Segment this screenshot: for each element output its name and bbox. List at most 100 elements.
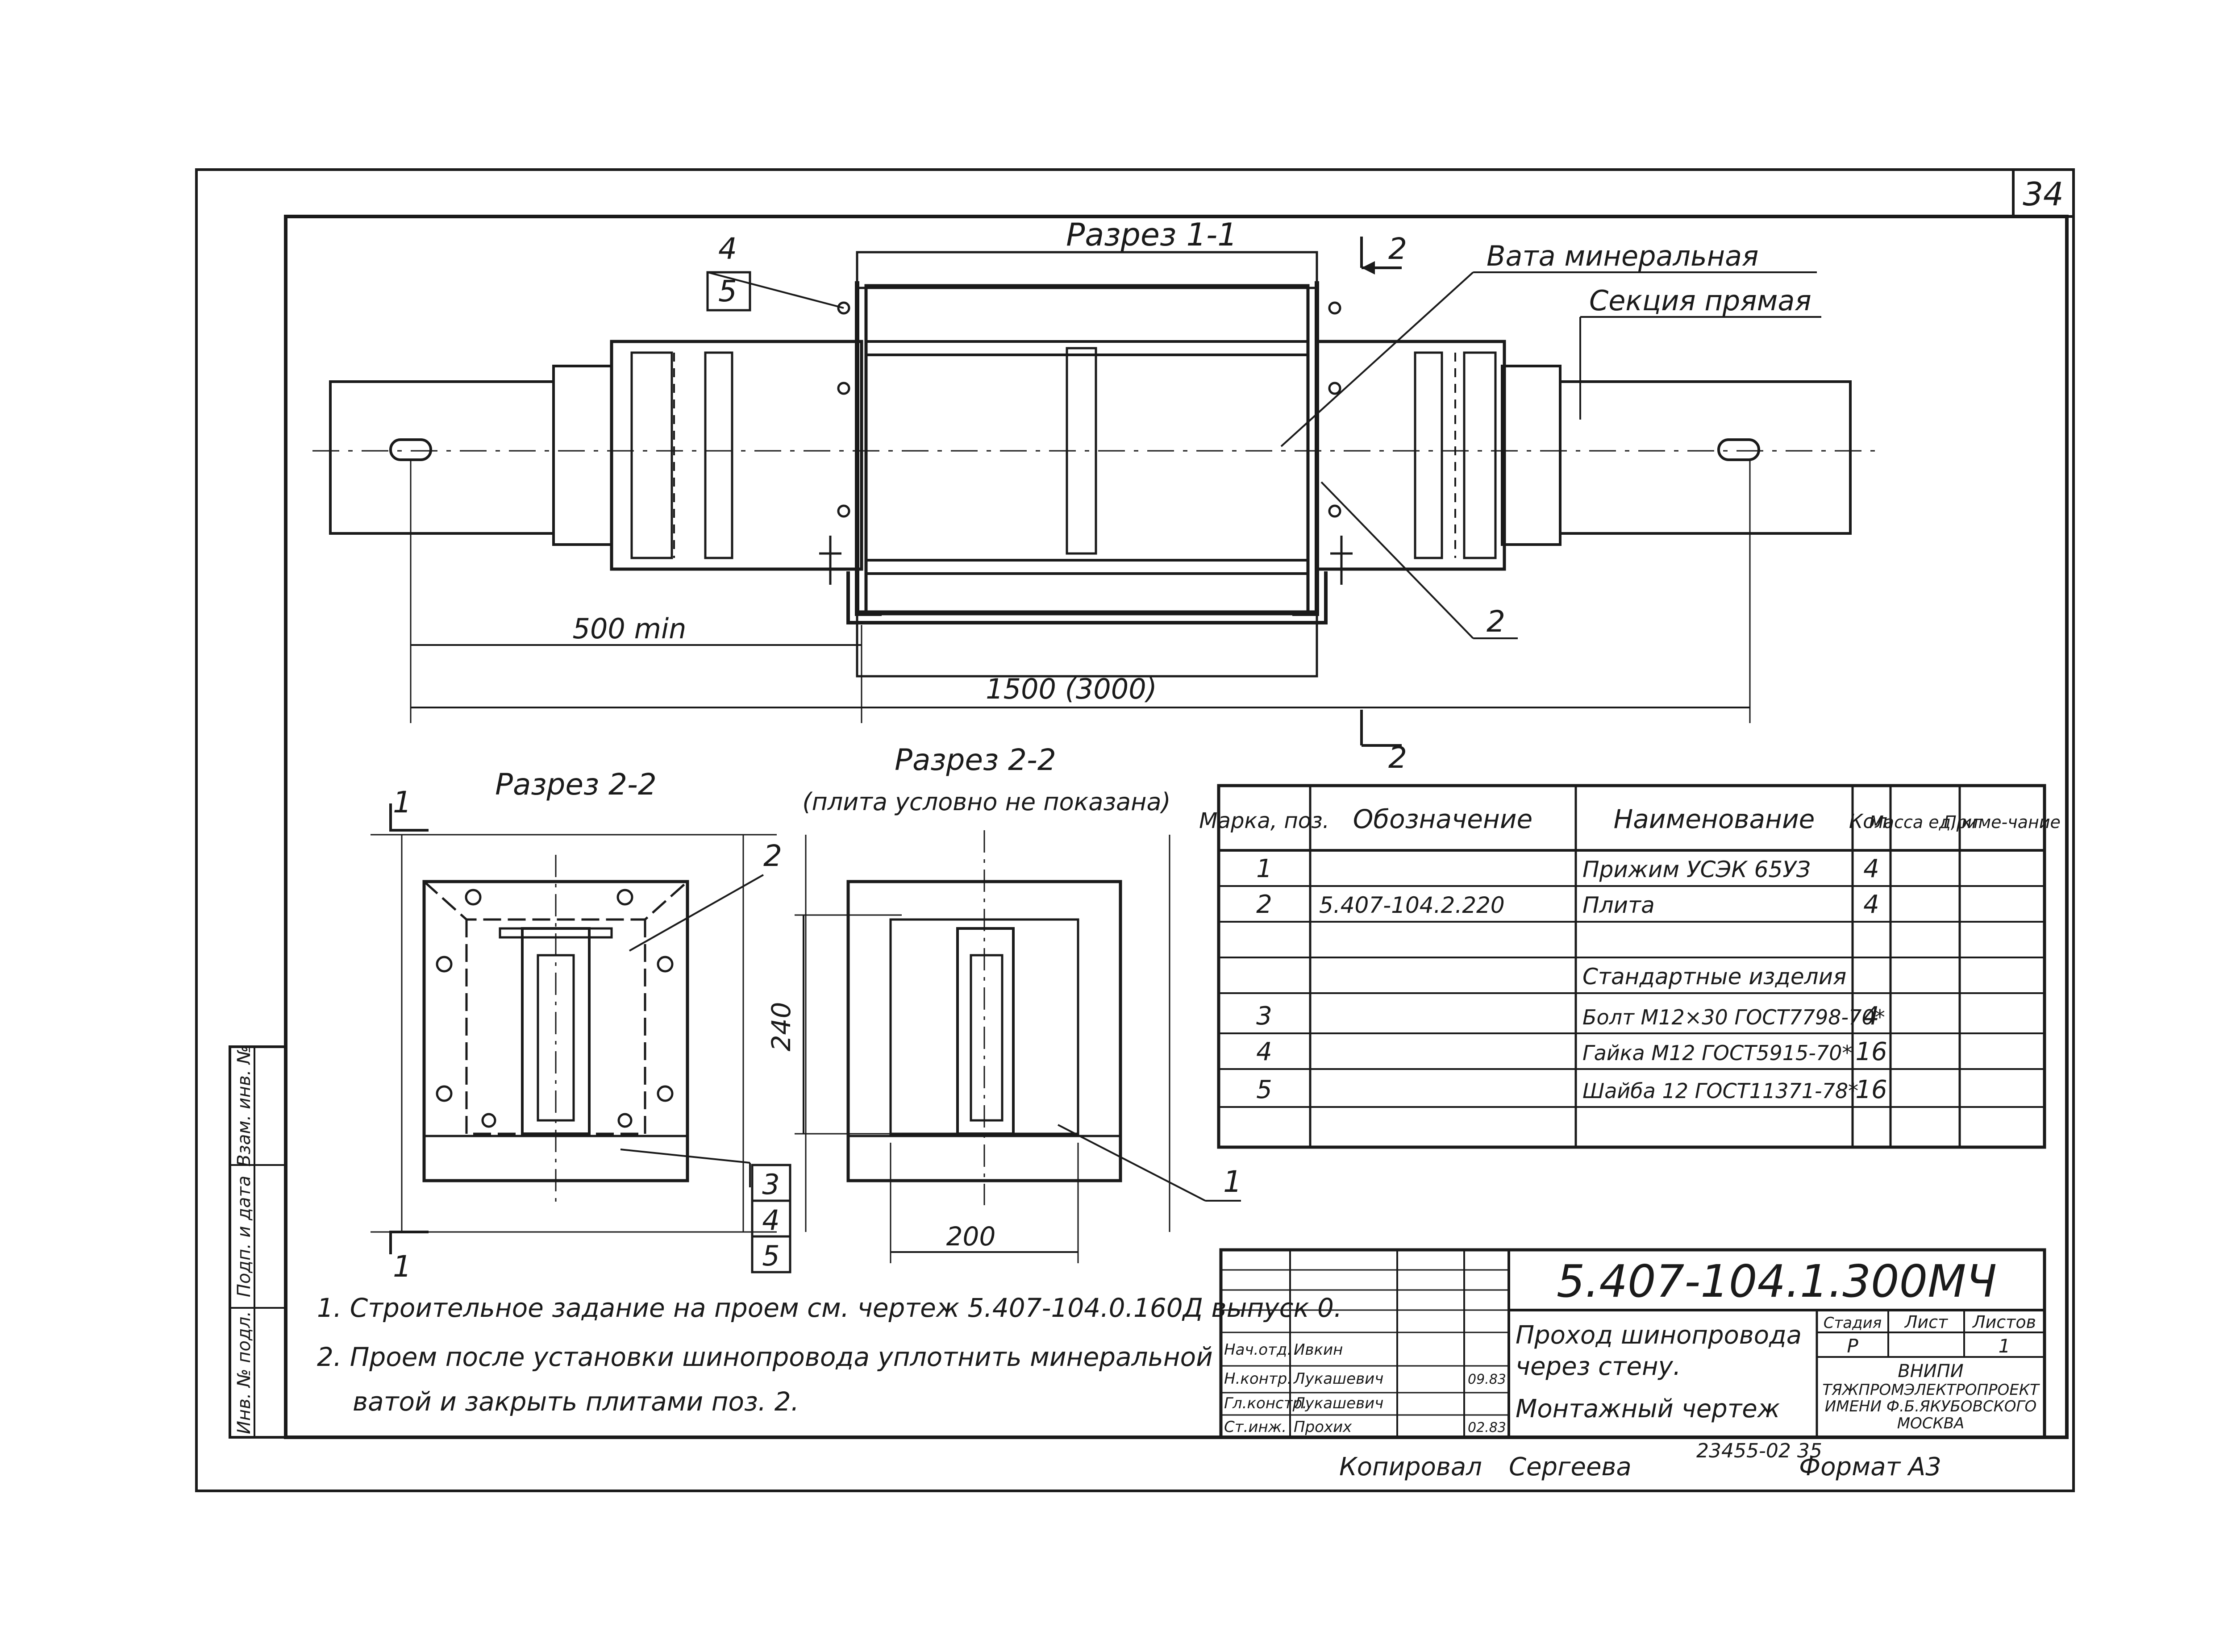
side-stamp: Инв. № подл. Подп. и дата Взам. инв. № bbox=[229, 1045, 287, 1439]
outer-frame bbox=[195, 168, 2075, 1492]
th-pos: Марка, поз. bbox=[1199, 808, 1329, 833]
callout-5: 5 bbox=[762, 1240, 779, 1272]
clamp-callout-1: 1 bbox=[1223, 1165, 1242, 1199]
straight-section-left bbox=[610, 340, 863, 571]
signer-role-3: Гл.констр. bbox=[1224, 1394, 1307, 1412]
side-stamp-replace: Взам. инв. № bbox=[234, 1045, 254, 1167]
casing-left bbox=[552, 365, 613, 546]
row2-pos: 2 bbox=[1256, 890, 1272, 919]
dim-200-label: 200 bbox=[946, 1221, 996, 1252]
row2-name: Плита bbox=[1582, 892, 1655, 918]
row6-pos: 4 bbox=[1256, 1037, 1272, 1066]
straight-section-right bbox=[1315, 340, 1506, 571]
cut-mark-bottom-label: 2 bbox=[1388, 741, 1407, 775]
sheet-label: Лист bbox=[1904, 1312, 1949, 1332]
section-1-1: Разрез 1-1 bbox=[312, 216, 1875, 775]
casing-right bbox=[1501, 365, 1562, 546]
row6-qty: 16 bbox=[1855, 1037, 1887, 1066]
row6-name: Гайка М12 ГОСТ5915-70* bbox=[1582, 1041, 1852, 1065]
section-2-2-right: Разрез 2-2 (плита условно не показана) 2… bbox=[766, 743, 1242, 1263]
th-designation: Обозначение bbox=[1353, 804, 1532, 834]
signer-date-4: 02.83 bbox=[1468, 1420, 1506, 1436]
callout-3: 3 bbox=[762, 1168, 779, 1201]
slab-label-left: 2 bbox=[763, 839, 782, 873]
note-2-cont: ватой и закрыть плитами поз. 2. bbox=[353, 1386, 799, 1417]
th-name: Наименование bbox=[1614, 804, 1815, 834]
sheets-value: 1 bbox=[1999, 1335, 2011, 1357]
bolt-group bbox=[819, 301, 1353, 585]
wall-top bbox=[856, 251, 1318, 289]
drawing-code: 5.407-104.1.300МЧ bbox=[1557, 1255, 1997, 1307]
org-line-4: МОСКВА bbox=[1897, 1415, 1965, 1432]
inner-frame bbox=[284, 215, 2069, 1439]
notes: 1. Строительное задание на проем см. чер… bbox=[317, 1293, 1342, 1417]
row7-qty: 16 bbox=[1855, 1075, 1887, 1104]
row5-qty: 4 bbox=[1863, 1002, 1879, 1031]
section-2-2-left-title: Разрез 2-2 bbox=[495, 767, 657, 802]
row5-pos: 3 bbox=[1256, 1002, 1272, 1031]
th-qty: Кол. bbox=[1849, 810, 1894, 833]
copied-label: Копировал bbox=[1339, 1452, 1482, 1481]
section-2-2-left: Разрез 2-2 1 1 2 bbox=[371, 767, 782, 1284]
org-line-3: ИМЕНИ Ф.Б.ЯКУБОВСКОГО bbox=[1825, 1398, 2037, 1415]
row1-pos: 1 bbox=[1256, 854, 1272, 883]
label-straight-section: Секция прямая bbox=[1589, 284, 1811, 317]
signer-name-4: Прохих bbox=[1294, 1418, 1352, 1436]
cut-mark-top-label: 2 bbox=[1388, 232, 1407, 266]
section-2-2-right-subtitle: (плита условно не показана) bbox=[802, 788, 1170, 816]
row1-qty: 4 bbox=[1863, 854, 1879, 883]
dim-500-label: 500 min bbox=[573, 612, 687, 645]
row5-name: Болт М12×30 ГОСТ7798-70* bbox=[1582, 1005, 1885, 1029]
signer-role-2: Н.контр. bbox=[1224, 1370, 1292, 1388]
format-label: Формат А3 bbox=[1799, 1452, 1941, 1481]
spec-table: Марка, поз. Обозначение Наименование Кол… bbox=[1199, 784, 2061, 1149]
title-line-1: Проход шинопровода bbox=[1516, 1321, 1802, 1350]
stage-value: Р bbox=[1847, 1335, 1858, 1357]
cut-mark-left-top: 1 bbox=[393, 785, 412, 820]
mineral-wool-fill bbox=[864, 284, 1310, 616]
cut-mark-bottom bbox=[1360, 710, 1402, 747]
row4-name: Стандартные изделия bbox=[1582, 964, 1846, 990]
row2-designation: 5.407-104.2.220 bbox=[1319, 892, 1505, 918]
signer-name-1: Ивкин bbox=[1294, 1341, 1343, 1359]
busbar-slot-right bbox=[1717, 438, 1760, 461]
copier-name: Сергеева bbox=[1509, 1452, 1632, 1481]
title-line-3: Монтажный чертеж bbox=[1516, 1394, 1780, 1423]
dim-240-label: 240 bbox=[766, 1002, 796, 1052]
sheet-number: 34 bbox=[2023, 175, 2064, 213]
org-line-2: ТЯЖПРОМЭЛЕКТРОПРОЕКТ bbox=[1822, 1381, 2040, 1399]
signer-name-3: Лукашевич bbox=[1293, 1394, 1383, 1412]
signer-name-2: Лукашевич bbox=[1293, 1370, 1383, 1388]
signer-role-4: Ст.инж. bbox=[1224, 1418, 1287, 1436]
busbar-slot-left bbox=[389, 438, 432, 461]
side-stamp-inv: Инв. № подл. bbox=[234, 1311, 254, 1434]
section-2-2-right-title: Разрез 2-2 bbox=[895, 743, 1056, 777]
slab-callout-label: 2 bbox=[1487, 604, 1505, 639]
callout-4: 4 bbox=[762, 1204, 779, 1236]
row7-name: Шайба 12 ГОСТ11371-78* bbox=[1582, 1079, 1858, 1103]
dim-1500-label: 1500 (3000) bbox=[986, 673, 1157, 705]
th-note: Приме-чание bbox=[1944, 812, 2061, 832]
sheet-number-box bbox=[2012, 168, 2075, 218]
signer-role-1: Нач.отд. bbox=[1224, 1341, 1292, 1359]
title-line-2: через стену. bbox=[1516, 1352, 1681, 1381]
sheets-label: Листов bbox=[1972, 1312, 2036, 1332]
cut-mark-left-bottom: 1 bbox=[393, 1249, 412, 1284]
busbar-right bbox=[1559, 380, 1852, 535]
row7-pos: 5 bbox=[1256, 1075, 1272, 1104]
callout-pos-4: 4 bbox=[718, 232, 737, 266]
note-2: 2. Проем после установки шинопровода упл… bbox=[317, 1342, 1213, 1372]
side-stamp-sign: Подп. и дата bbox=[234, 1176, 254, 1297]
callout-stack-3-4-5: 3 4 5 bbox=[751, 1164, 791, 1273]
title-block: Нач.отд. Ивкин Н.контр. Лукашевич 09.83 … bbox=[1219, 1248, 2046, 1439]
row1-name: Прижим УСЭК 65УЗ bbox=[1582, 857, 1811, 882]
footer: 23455-02 35 Копировал Сергеева Формат А3 bbox=[1339, 1440, 1941, 1481]
org-line-1: ВНИПИ bbox=[1898, 1361, 1963, 1382]
signer-date-2: 09.83 bbox=[1468, 1372, 1506, 1387]
th-mass: Масса ед, кг bbox=[1869, 812, 1981, 832]
archive-number: 23455-02 35 bbox=[1696, 1440, 1822, 1462]
busbar-left bbox=[329, 380, 555, 535]
label-mineral-wool: Вата минеральная bbox=[1487, 240, 1758, 272]
row2-qty: 4 bbox=[1863, 890, 1879, 919]
